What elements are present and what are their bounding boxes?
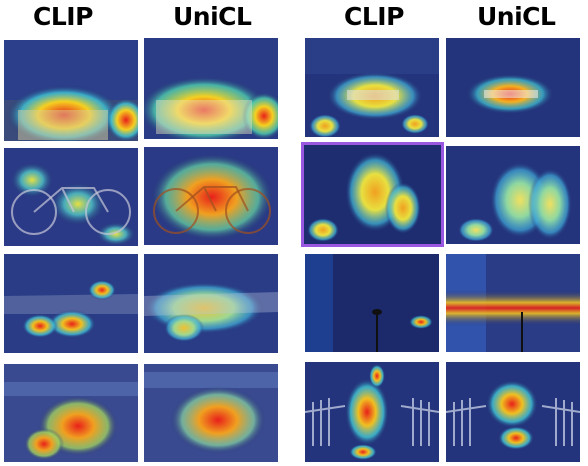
heatmap-street-unicl [446, 254, 580, 352]
heatmap-people-clip [301, 142, 444, 247]
heatmap-airplane-unicl [144, 254, 278, 353]
heatmap-kids-clip [305, 362, 439, 462]
header-clip-left: CLIP [33, 2, 93, 31]
heatmap-motorcycle-clip [4, 364, 138, 462]
heatmap-kids-unicl [446, 362, 580, 462]
heatmap-people-unicl [446, 146, 580, 244]
heatmap-motorcycle-unicl [144, 364, 278, 462]
header-clip-right: CLIP [344, 2, 404, 31]
heatmap-airplane-clip [4, 254, 138, 353]
heatmap-bicycle-clip [4, 148, 138, 246]
header-unicl-right: UniCL [477, 2, 556, 31]
heatmap-bus-unicl [144, 38, 278, 139]
heatmap-street-clip [305, 254, 439, 352]
heatmap-boat-clip [305, 38, 439, 137]
heatmap-boat-unicl [446, 38, 580, 137]
header-unicl-left: UniCL [173, 2, 252, 31]
heatmap-bicycle-unicl [144, 147, 278, 245]
heatmap-bus-clip [4, 40, 138, 141]
